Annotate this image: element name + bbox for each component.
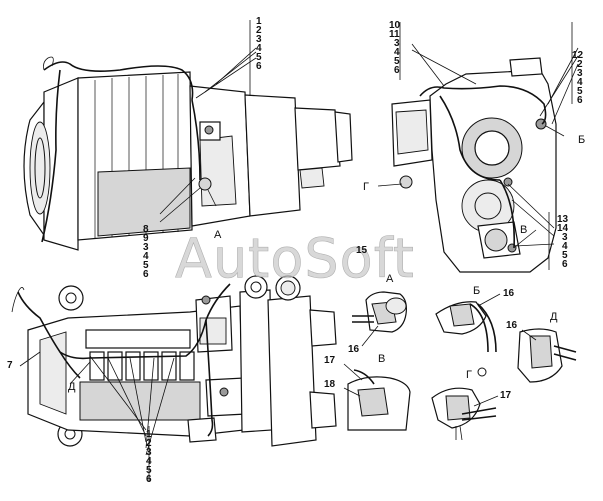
bottom-left-stack-labels: 8 9 3 4 5 6 (143, 224, 149, 280)
callout-label: 4 (394, 47, 400, 58)
top-right-leaders (377, 22, 579, 270)
single-callout-labels: 7 15 16 16 16 17 18 17 (7, 245, 518, 401)
callout-label: 12 (572, 50, 584, 61)
detail-a (352, 291, 407, 347)
view-letter: Д (68, 381, 76, 393)
callout-label: 16 (503, 288, 515, 299)
top-left-leaders (159, 20, 257, 223)
view-letter: А (386, 273, 394, 285)
view-letter: Б (473, 285, 480, 297)
callout-label: 10 (389, 20, 401, 31)
callout-label: 5 (394, 56, 400, 67)
callout-label: 4 (143, 251, 149, 262)
callout-label: 6 (256, 61, 262, 72)
callout-label: 4 (256, 43, 262, 54)
view-letter: В (378, 353, 385, 365)
callout-label: 16 (506, 320, 518, 331)
top-right-stack-a-labels: 10 11 3 4 5 6 (389, 20, 401, 76)
callout-label: 6 (394, 65, 400, 76)
injector-row (89, 351, 195, 381)
callout-label: 3 (256, 34, 262, 45)
bottom-engine-stack-labels: 1 2 3 4 5 6 (146, 429, 152, 485)
callout-label: 17 (500, 390, 512, 401)
top-right-stack-b-labels: 12 2 3 4 5 6 (572, 50, 584, 106)
view-letter: Г (363, 181, 369, 193)
detail-g (431, 367, 499, 441)
callout-label: 16 (348, 344, 360, 355)
callout-label: 15 (356, 245, 368, 256)
callout-label: 4 (562, 241, 568, 252)
callout-label: 5 (146, 465, 152, 476)
callout-label: 17 (324, 355, 336, 366)
callout-label: 2 (577, 59, 583, 70)
view-letter: А (214, 229, 222, 241)
callout-label: 18 (324, 379, 336, 390)
right-stack-c-labels: 13 14 3 4 5 6 (557, 214, 569, 270)
view-letter-labels: А Б Г В А Б В Д Д Г (68, 134, 585, 393)
callout-label: 3 (562, 232, 568, 243)
view-letter: В (520, 224, 527, 236)
transmission-side-view (23, 56, 353, 251)
callout-label: 8 (143, 224, 149, 235)
callout-label: 5 (562, 250, 568, 261)
callout-label: 14 (557, 223, 569, 234)
top-left-stack-labels: 1 2 3 4 5 6 (256, 16, 262, 72)
callout-label: 6 (143, 269, 149, 280)
callout-label: 3 (577, 68, 583, 79)
callout-label: 5 (143, 260, 149, 271)
callout-label: 1 (256, 16, 262, 27)
view-letter: Г (466, 369, 472, 381)
callout-label: 1 (146, 429, 152, 440)
callout-label: 9 (143, 233, 149, 244)
view-letter: Б (578, 134, 585, 146)
callout-label: 2 (256, 25, 262, 36)
callout-label: 2 (146, 438, 152, 449)
detail-d (517, 328, 577, 383)
callout-label: 3 (143, 242, 149, 253)
transmission-front-view (391, 57, 557, 273)
callout-label: 6 (562, 259, 568, 270)
detail-b (435, 293, 501, 353)
callout-label: 4 (577, 77, 583, 88)
callout-label: 11 (389, 29, 400, 40)
callout-label: 7 (7, 360, 13, 371)
callout-label: 13 (557, 214, 569, 225)
callout-label: 6 (146, 474, 152, 485)
detail-v (343, 363, 411, 431)
callout-label: 3 (146, 447, 152, 458)
callout-label: 3 (394, 38, 400, 49)
bottom-left-leaders (19, 351, 175, 482)
watermark-text: AutoSoft (175, 227, 415, 290)
callout-label: 4 (146, 456, 152, 467)
callout-label: 6 (577, 95, 583, 106)
callout-label: 5 (256, 52, 262, 63)
engine-top-view (11, 275, 337, 447)
callout-label: 5 (577, 86, 583, 97)
view-letter: Д (550, 311, 558, 323)
